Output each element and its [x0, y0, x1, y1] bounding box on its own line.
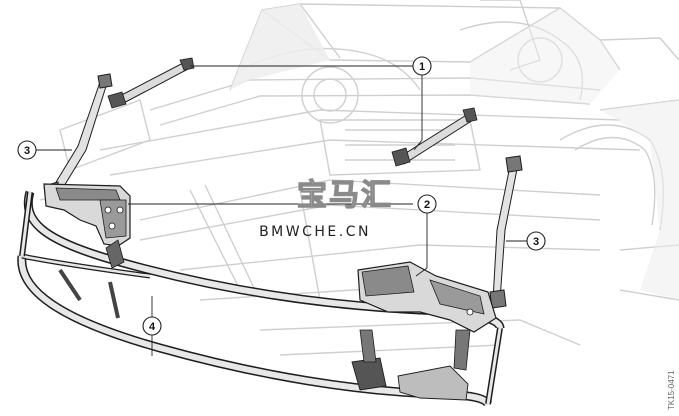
upper-strut-left — [107, 57, 195, 109]
leader-2-right — [415, 212, 428, 277]
side-support-left — [43, 73, 113, 203]
part-2-brackets — [43, 183, 497, 401]
side-support-right — [489, 155, 523, 309]
callout-4: 4 — [142, 316, 162, 336]
callout-1: 1 — [412, 56, 432, 76]
leader-lines — [36, 65, 527, 356]
bracket-left — [43, 183, 131, 269]
callout-2: 2 — [417, 194, 437, 214]
svg-text:1: 1 — [419, 61, 425, 73]
svg-text:2: 2 — [424, 199, 430, 211]
svg-text:3: 3 — [533, 236, 539, 248]
ghost-body-fills — [230, 4, 679, 300]
leader-1-right — [413, 74, 423, 151]
figure-reference: TK15-0471 — [667, 370, 676, 410]
watermark-main: 宝马汇 — [297, 178, 393, 213]
svg-text:4: 4 — [149, 321, 156, 333]
part-1-upper-struts — [107, 57, 478, 167]
callout-3-right: 3 — [526, 231, 546, 251]
upper-strut-right — [391, 107, 478, 167]
callout-3-left: 3 — [17, 140, 37, 160]
bracket-right — [351, 261, 497, 401]
watermark: 宝马汇 BMWCHE.CN — [259, 177, 393, 240]
svg-text:3: 3 — [24, 145, 30, 157]
watermark-sub: BMWCHE.CN — [259, 224, 371, 240]
